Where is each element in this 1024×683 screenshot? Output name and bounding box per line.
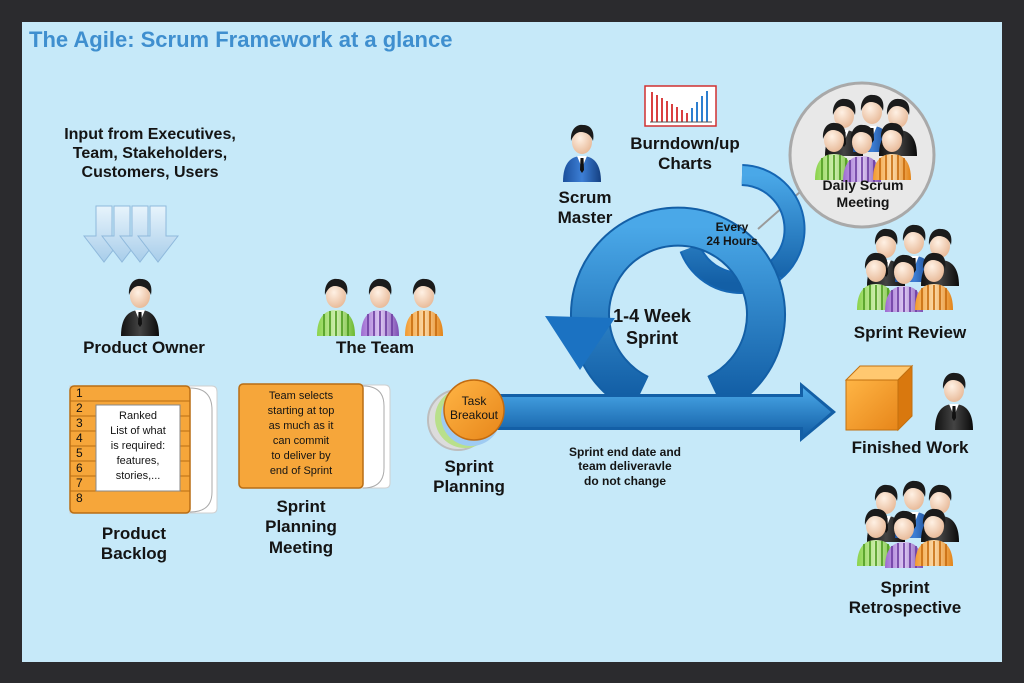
planning-meeting-document xyxy=(238,383,391,489)
the-team-label: The Team xyxy=(335,338,415,357)
daily-scrum-label: Daily Scrum Meeting xyxy=(822,177,904,210)
finished-work-box-icon xyxy=(844,364,914,432)
backlog-number: 7 xyxy=(76,476,83,490)
backlog-number: 6 xyxy=(76,461,83,475)
sprint-retrospective-label: Sprint Retrospective xyxy=(848,578,962,618)
burndown-charts-label: Burndown/up Charts xyxy=(630,134,740,174)
every-24-hours-label: Every 24 Hours xyxy=(706,220,758,249)
sprint-retro-group-icon xyxy=(857,481,959,568)
backlog-number: 3 xyxy=(76,416,83,430)
backlog-numbers: 1 2 3 4 5 6 7 8 xyxy=(76,386,86,506)
backlog-number: 8 xyxy=(76,491,83,505)
sprint-cycle-label: 1-4 Week Sprint xyxy=(613,306,691,348)
sprint-planning-label: Sprint Planning xyxy=(433,457,505,497)
sprint-planning-discs xyxy=(427,379,505,451)
input-sources-label: Input from Executives, Team, Stakeholder… xyxy=(64,126,236,182)
backlog-number: 1 xyxy=(76,386,83,400)
page-title: The Agile: Scrum Framework at a glance xyxy=(29,27,453,52)
backlog-note: Ranked List of what is required: feature… xyxy=(110,410,166,482)
backlog-number: 2 xyxy=(76,401,83,415)
sprint-review-group-icon xyxy=(857,225,959,312)
product-backlog-document xyxy=(69,385,218,514)
burndown-chart-icon xyxy=(644,85,717,127)
task-breakout-circle xyxy=(443,379,505,441)
backlog-number: 4 xyxy=(76,431,83,445)
input-arrows xyxy=(82,205,180,263)
product-owner-label: Product Owner xyxy=(83,338,205,357)
sprint-cycle-arrow xyxy=(545,206,786,413)
main-flow-arrow xyxy=(480,382,836,442)
team-icon xyxy=(316,278,444,337)
scrum-master-icon xyxy=(563,124,601,182)
planning-meeting-note: Team selects starting at top as much as … xyxy=(267,390,335,477)
backlog-number: 5 xyxy=(76,446,83,460)
finished-work-label: Finished Work xyxy=(851,438,969,457)
task-breakout-label: Task Breakout xyxy=(449,394,499,423)
product-owner-icon xyxy=(121,278,159,336)
sprint-end-note: Sprint end date and team deliveravle do … xyxy=(568,445,681,488)
finished-work-person-icon xyxy=(935,372,973,430)
sprint-review-label: Sprint Review xyxy=(853,323,967,342)
planning-meeting-label: Sprint Planning Meeting xyxy=(265,497,337,557)
product-backlog-label: Product Backlog xyxy=(100,524,168,564)
scrum-master-label: Scrum Master xyxy=(557,188,613,228)
